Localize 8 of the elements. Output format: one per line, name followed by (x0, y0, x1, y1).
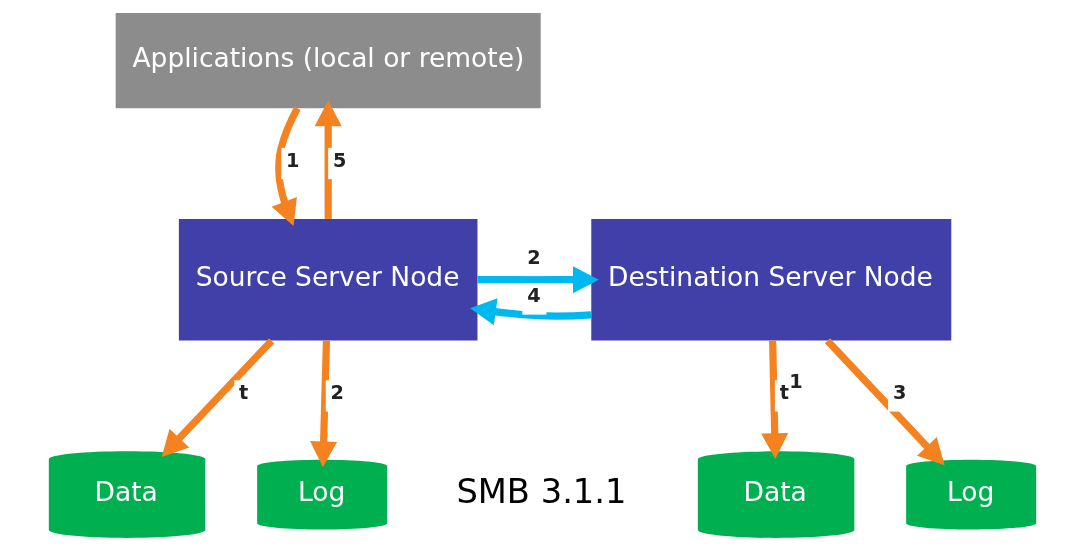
edge-label: t (239, 381, 249, 405)
edge-label: 2 (330, 381, 344, 405)
edge-label: 1 (286, 148, 300, 172)
edge-label: 3 (892, 381, 907, 405)
edge-label: 4 (527, 284, 541, 308)
edge-label: 2 (527, 245, 541, 269)
edge-label: 5 (332, 148, 347, 172)
label: SMB 3.1.1 (456, 471, 627, 511)
